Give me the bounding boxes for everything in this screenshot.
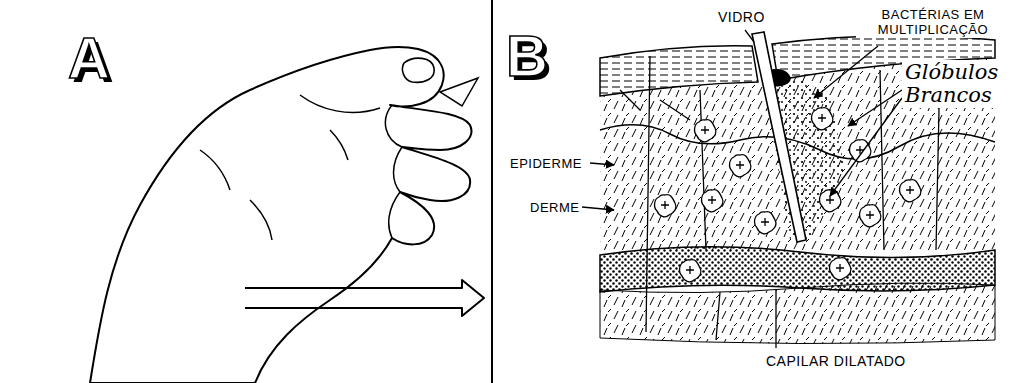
skin-vertical-lines	[620, 56, 940, 340]
part-label: Glóbulos Brancos	[902, 60, 1016, 108]
panel-letter: B	[506, 26, 548, 86]
part-label: CAPILAR DILATADO	[764, 352, 908, 370]
skin-top-left	[600, 46, 758, 96]
part-label: BACTÉRIAS EM MULTIPLICAÇÃO	[856, 6, 1010, 38]
leader-line	[830, 98, 902, 196]
white-blood-cell	[655, 195, 676, 217]
part-label: VIDRO	[716, 8, 767, 26]
white-blood-cell	[702, 190, 723, 212]
hand-creases	[200, 95, 402, 240]
white-blood-cell	[860, 205, 881, 227]
lower-dermis	[600, 283, 995, 343]
white-blood-cell	[830, 258, 851, 280]
white-blood-cell	[695, 120, 716, 142]
hand-outline	[90, 47, 471, 383]
leader-line	[582, 207, 614, 210]
white-blood-cell	[900, 180, 921, 202]
white-blood-cell	[730, 155, 751, 177]
leader-lines	[582, 30, 902, 348]
white-blood-cell	[820, 190, 841, 212]
leader-line	[814, 46, 878, 98]
glass	[752, 32, 806, 242]
divider	[491, 0, 493, 383]
layer-label: DERME	[528, 199, 581, 216]
panel-letter: A	[68, 28, 110, 88]
dilated-capillary	[600, 247, 995, 292]
thumb-nail	[402, 58, 434, 82]
leader-line	[775, 290, 776, 348]
leader-line	[745, 30, 754, 42]
layer-label: EPIDERME	[508, 155, 584, 172]
glass-shard	[440, 78, 478, 106]
leader-line	[590, 163, 614, 165]
white-blood-cell	[755, 212, 776, 234]
white-blood-cell	[812, 108, 833, 130]
white-blood-cell	[680, 260, 701, 282]
hollow-arrow	[245, 280, 484, 316]
white-blood-cell	[850, 140, 871, 162]
